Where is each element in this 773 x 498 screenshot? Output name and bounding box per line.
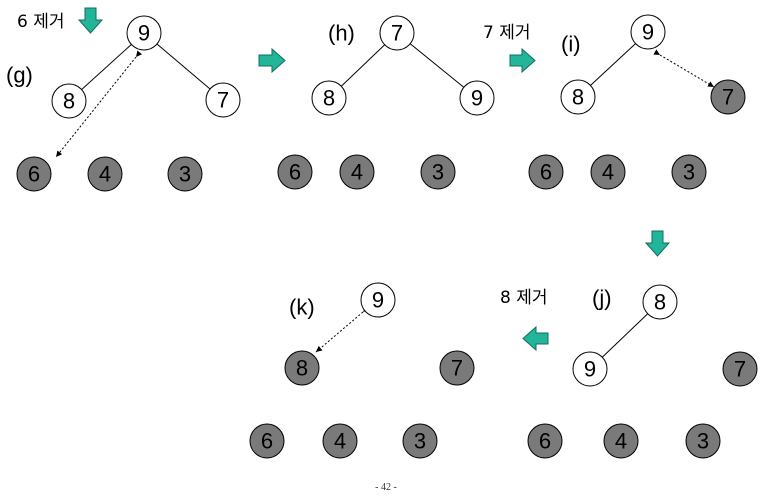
removed-node: 3 [167, 156, 203, 192]
left-arrow-icon [522, 325, 549, 352]
svg-text:9: 9 [642, 20, 654, 45]
tree-node-left-removed: 8 [284, 350, 320, 386]
tree-node-right-removed: 7 [710, 79, 746, 115]
panel-h: (h) 7 8 9 6 4 3 [277, 15, 495, 190]
svg-text:4: 4 [351, 160, 363, 185]
down-arrow-icon [77, 7, 104, 34]
panel-g: 6 제거 (g) 9 8 7 6 4 3 [6, 7, 241, 192]
svg-text:3: 3 [179, 162, 191, 187]
svg-text:4: 4 [615, 429, 627, 454]
svg-text:6: 6 [540, 160, 552, 185]
swap-arrow [653, 49, 715, 88]
removed-node: 6 [16, 156, 52, 192]
svg-text:7: 7 [734, 357, 746, 382]
svg-text:8: 8 [572, 85, 584, 110]
svg-text:3: 3 [697, 429, 709, 454]
svg-text:6: 6 [539, 429, 551, 454]
svg-text:8: 8 [323, 86, 335, 111]
panel-j: 8 제거 (j) 8 9 7 6 4 3 [500, 284, 758, 459]
tree-node-root: 8 [642, 284, 678, 320]
remove-label-i: 7 제거 [483, 23, 531, 43]
tree-node-right: 7 [205, 82, 241, 118]
panel-label-i: (i) [561, 32, 581, 57]
removed-node: 4 [322, 423, 358, 459]
svg-text:3: 3 [432, 160, 444, 185]
tree-node-root: 9 [126, 15, 162, 51]
tree-node-right-removed: 7 [439, 350, 475, 386]
tree-node-root: 7 [379, 15, 415, 51]
removed-node: 4 [339, 154, 375, 190]
right-arrow-icon [509, 47, 536, 74]
removed-node: 3 [671, 154, 707, 190]
swap-arrow [315, 305, 370, 353]
panel-label-h: (h) [328, 21, 355, 46]
tree-node-left: 8 [51, 83, 87, 119]
removed-node: 3 [420, 154, 456, 190]
svg-text:9: 9 [471, 86, 483, 111]
removed-node: 6 [528, 154, 564, 190]
svg-text:4: 4 [99, 162, 111, 187]
right-arrow-icon [258, 47, 286, 74]
removed-node: 4 [603, 423, 639, 459]
svg-text:9: 9 [138, 21, 150, 46]
swap-arrow [55, 50, 143, 158]
panel-i: (i) 9 8 7 6 4 3 [528, 14, 746, 190]
svg-text:3: 3 [414, 429, 426, 454]
svg-text:8: 8 [63, 89, 75, 114]
panel-label-g: (g) [6, 63, 33, 88]
tree-node-right: 9 [459, 80, 495, 116]
svg-text:4: 4 [602, 160, 614, 185]
panel-label-j: (j) [592, 286, 612, 311]
panel-label-k: (k) [289, 295, 315, 320]
tree-node-left: 8 [311, 80, 347, 116]
tree-node-root: 9 [630, 14, 666, 50]
svg-text:8: 8 [654, 290, 666, 315]
svg-text:9: 9 [584, 357, 596, 382]
svg-text:7: 7 [391, 21, 403, 46]
svg-text:7: 7 [217, 88, 229, 113]
svg-text:8: 8 [296, 356, 308, 381]
removed-node: 3 [402, 423, 438, 459]
svg-text:9: 9 [372, 288, 384, 313]
svg-text:3: 3 [683, 160, 695, 185]
svg-text:4: 4 [334, 429, 346, 454]
down-arrow-icon [644, 230, 671, 257]
removed-node: 6 [527, 423, 563, 459]
page-number: - 42 - [375, 482, 397, 493]
svg-text:7: 7 [451, 356, 463, 381]
removed-node: 4 [590, 154, 626, 190]
tree-node-right-removed: 7 [722, 351, 758, 387]
removed-node: 6 [249, 423, 285, 459]
svg-text:7: 7 [722, 85, 734, 110]
remove-label-g: 6 제거 [17, 12, 65, 32]
tree-node-left: 8 [560, 79, 596, 115]
svg-text:6: 6 [28, 162, 40, 187]
tree-node-root: 9 [360, 282, 396, 318]
svg-text:6: 6 [261, 429, 273, 454]
removed-node: 3 [685, 423, 721, 459]
svg-text:6: 6 [289, 160, 301, 185]
removed-node: 4 [87, 156, 123, 192]
remove-label-j: 8 제거 [500, 288, 548, 308]
tree-node-left: 9 [572, 351, 608, 387]
panel-k: (k) 9 8 7 6 4 3 [249, 282, 475, 459]
removed-node: 6 [277, 154, 313, 190]
